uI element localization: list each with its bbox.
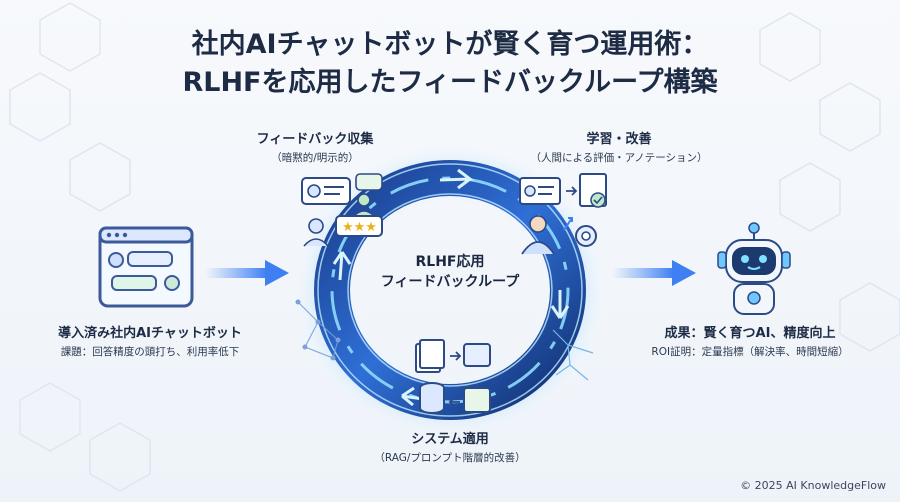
left-subtitle: 課題：回答精度の頭打ち、利用率低下 (60, 346, 240, 358)
learning-label: 学習・改善 （人間による評価・アノテーション） (514, 128, 724, 165)
learning-subtitle: （人間による評価・アノテーション） (530, 152, 708, 164)
left-label: 導入済み社内AIチャットボット 課題：回答精度の頭打ち、利用率低下 (40, 322, 260, 359)
feedback-icon: ★★★ (301, 173, 383, 247)
feedback-title: フィードバック収集 (256, 132, 374, 147)
input-arrow (205, 260, 289, 286)
cycle-center-line-2: フィードバックループ (380, 274, 520, 290)
title-line-1: 社内AIチャットボットが賢く育つ運用術： (191, 29, 709, 60)
robot-icon (717, 222, 791, 315)
right-subtitle: ROI証明：定量指標（解決率、時間短縮） (651, 346, 849, 358)
output-arrow (612, 260, 696, 286)
chat-window-icon (98, 226, 194, 308)
right-label: 成果：賢く育つAI、精度向上 ROI証明：定量指標（解決率、時間短縮） (640, 322, 860, 359)
svg-text:★★★: ★★★ (342, 220, 377, 235)
system-label: システム適用 （RAG/プロンプト階層的改善） (340, 428, 560, 465)
circuit-lines (552, 329, 594, 381)
title-line-2: RLHFを応用したフィードバックループ構築 (182, 67, 718, 98)
system-icon (415, 339, 491, 414)
network-graph (295, 299, 341, 361)
feedback-label: フィードバック収集 （暗黙的/明示的） (230, 128, 400, 165)
left-title: 導入済み社内AIチャットボット (58, 326, 242, 341)
learning-icon (519, 173, 607, 255)
system-title: システム適用 (411, 432, 489, 447)
copyright-text: © 2025 AI KnowledgeFlow (740, 479, 886, 492)
cycle-center-line-1: RLHF応用 (415, 254, 485, 270)
feedback-subtitle: （暗黙的/明示的） (271, 152, 359, 164)
learning-title: 学習・改善 (586, 132, 652, 147)
cycle-center-label: RLHF応用 フィードバックループ (340, 252, 560, 292)
system-subtitle: （RAG/プロンプト階層的改善） (374, 452, 526, 464)
page-title: 社内AIチャットボットが賢く育つ運用術： RLHFを応用したフィードバックループ… (0, 26, 900, 102)
right-title: 成果：賢く育つAI、精度向上 (664, 326, 836, 341)
